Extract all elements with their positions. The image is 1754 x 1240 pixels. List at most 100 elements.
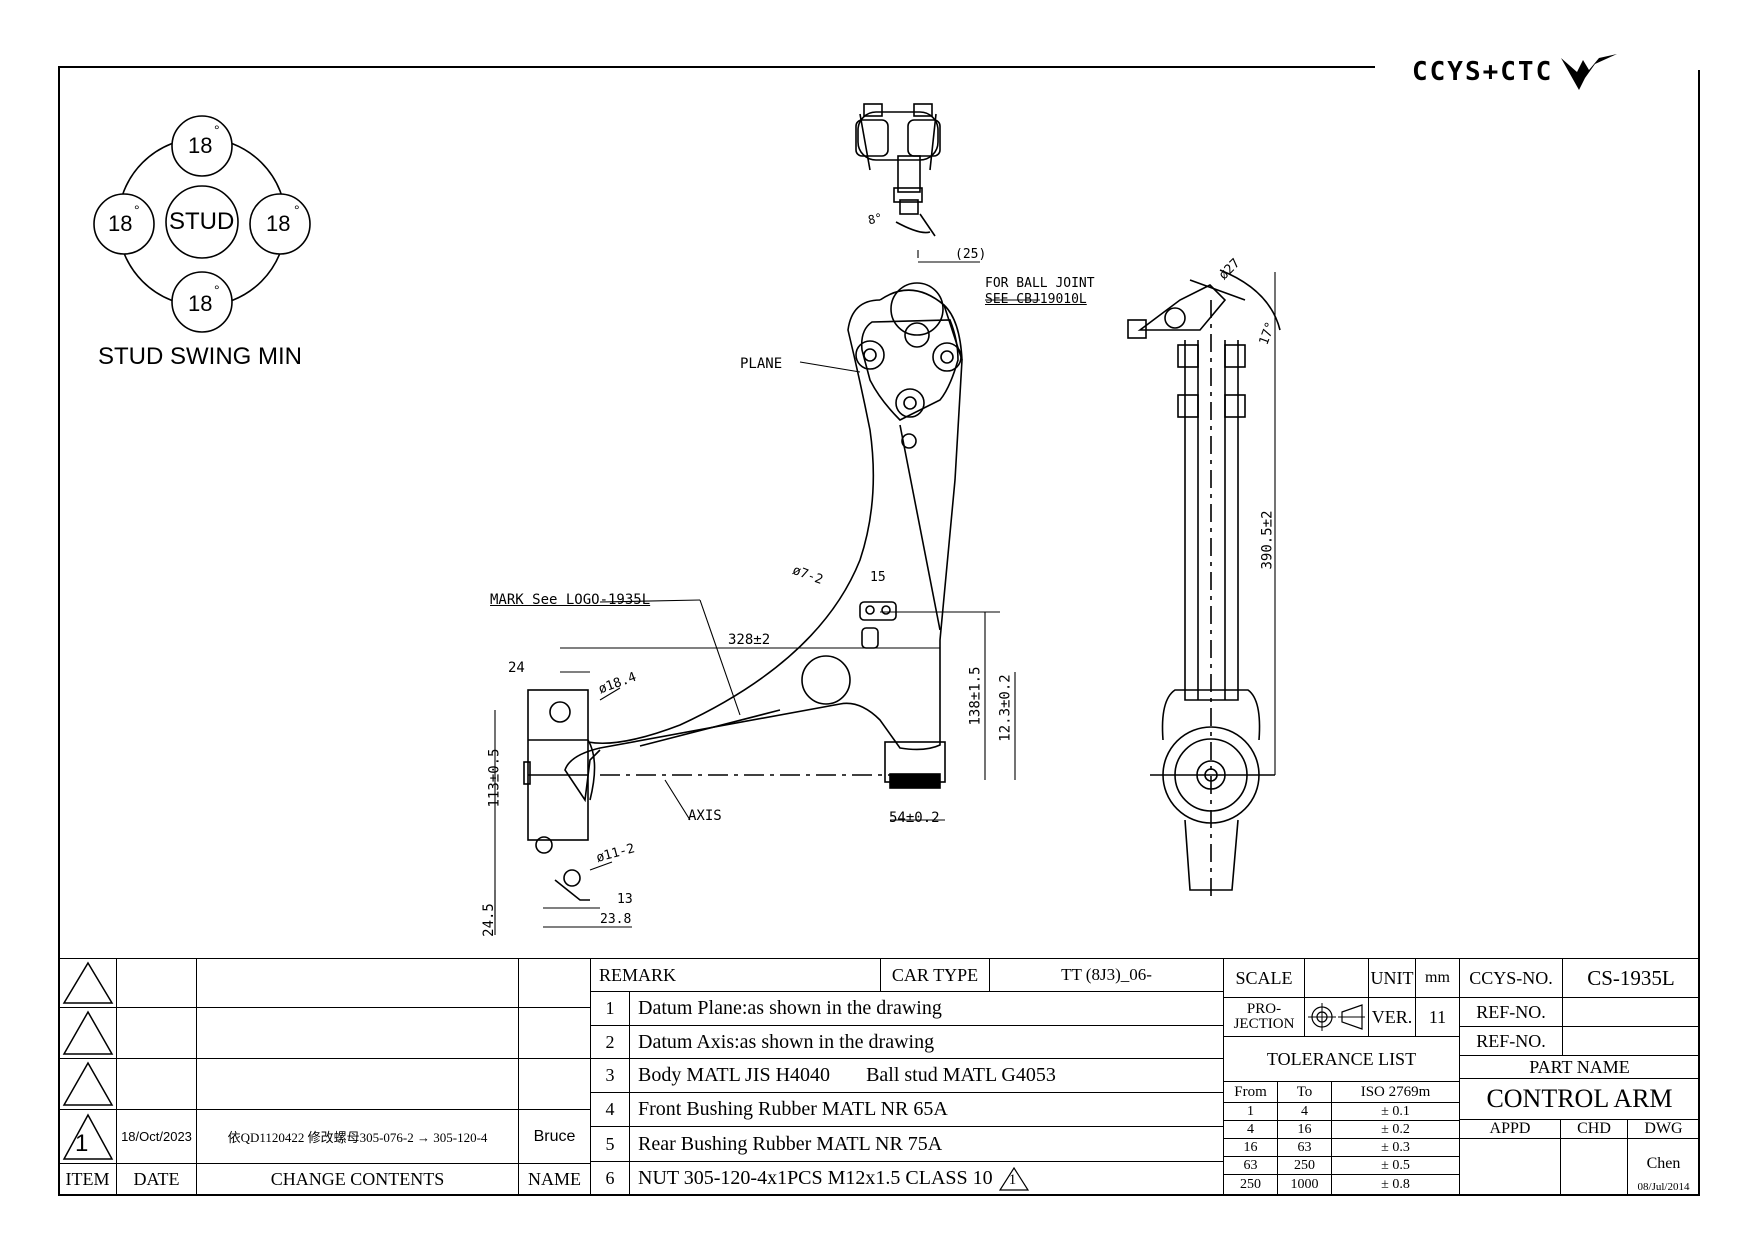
stud-swing-diagram [93, 115, 311, 333]
dim-12: 12.3±0.2 [997, 674, 1014, 742]
remark-text-3-extra: Ball stud MATL G4053 [866, 1064, 1056, 1086]
dim-15: 15 [870, 570, 886, 585]
ccys-no-value: CS-1935L [1562, 958, 1700, 998]
stud-angle-right: 18 [266, 211, 291, 236]
rev-contents-2 [196, 1007, 519, 1059]
control-arm-side-view [1127, 269, 1281, 900]
company-logo: CCYS+CTC [1412, 50, 1619, 94]
unit-value: mm [1415, 958, 1460, 998]
revision-flag-icon: 1 [998, 1166, 1029, 1191]
rev-name-1 [518, 958, 591, 1008]
remark-text-6: NUT 305-120-4x1PCS M12x1.5 CLASS 10 1 [629, 1161, 1224, 1196]
ref-no-value-1 [1562, 997, 1700, 1027]
tol-from-1: 1 [1223, 1102, 1278, 1121]
ccys-no-label: CCYS-NO. [1459, 958, 1563, 998]
car-type-value: TT (8J3)_06- [989, 958, 1224, 992]
frame-gap [1375, 60, 1700, 70]
remark-text-3: Body MATL JIS H4040 Ball stud MATL G4053 [629, 1058, 1224, 1093]
dimension-lines [494, 250, 1276, 935]
remark-text-3-body: Body MATL JIS H4040 [638, 1064, 831, 1086]
revision-triangle-icon [62, 1112, 113, 1160]
technical-drawing [93, 103, 1281, 935]
tol-from-5: 250 [1223, 1174, 1278, 1196]
stud-angle-top: 18 [188, 133, 213, 158]
dim-138: 138±1.5 [967, 666, 984, 726]
remark-num-6: 6 [590, 1161, 630, 1196]
ball-joint-note-2: SEE CBJ19010L [985, 292, 1087, 307]
projection-label-2: JECTION [1233, 1016, 1295, 1032]
control-arm-front-view [523, 282, 963, 901]
stud-angle-left: 18 [108, 211, 133, 236]
chd-value [1560, 1138, 1628, 1196]
stud-label: STUD [169, 208, 235, 235]
rev-date-4: 18/Oct/2023 [116, 1109, 197, 1164]
rev-triangle-1 [58, 958, 117, 1008]
tolerance-title: TOLERANCE LIST [1223, 1036, 1460, 1082]
tol-val-1: ± 0.1 [1331, 1102, 1460, 1121]
remark-num-2: 2 [590, 1025, 630, 1059]
dwg-label: DWG [1627, 1119, 1700, 1139]
remark-num-4: 4 [590, 1092, 630, 1127]
part-name-value: CONTROL ARM [1459, 1078, 1700, 1120]
appd-label: APPD [1459, 1119, 1561, 1139]
title-block: 1 18/Oct/2023 依QD1120422 修改螺母305-076-2 →… [58, 958, 1700, 1196]
degree-right: ° [294, 202, 300, 218]
tol-to-1: 4 [1277, 1102, 1332, 1121]
scale-label: SCALE [1223, 958, 1305, 998]
rev-item-number: 1 [75, 1130, 89, 1157]
ref-no-label-2: REF-NO. [1459, 1026, 1563, 1056]
mark-label: MARK See LOGO-1935L [490, 592, 651, 608]
tol-from-3: 16 [1223, 1138, 1278, 1157]
dwg-value: Chen 08/Jul/2014 [1627, 1138, 1700, 1196]
tolerance-header-from: From [1223, 1081, 1278, 1103]
dim-23-8: 23.8 [600, 912, 632, 927]
degree-bottom: ° [214, 282, 220, 298]
ball-joint-top-view [855, 103, 941, 237]
ver-label: VER. [1368, 997, 1416, 1037]
rev-date-3 [116, 1058, 197, 1110]
rev-contents-1 [196, 958, 519, 1008]
tolerance-header-to: To [1277, 1081, 1332, 1103]
tol-val-3: ± 0.3 [1331, 1138, 1460, 1157]
bird-logo-icon [1561, 54, 1618, 90]
scale-value [1304, 958, 1369, 998]
dim-328: 328±2 [728, 632, 771, 648]
degree-top: ° [214, 122, 220, 138]
revision-flag-number: 1 [1008, 1171, 1017, 1188]
dim-25: (25) [955, 247, 987, 262]
tol-to-5: 1000 [1277, 1174, 1332, 1196]
tol-val-2: ± 0.2 [1331, 1120, 1460, 1139]
tol-from-2: 4 [1223, 1120, 1278, 1139]
tol-val-4: ± 0.5 [1331, 1156, 1460, 1175]
dwg-date: 08/Jul/2014 [1637, 1181, 1690, 1193]
header-item: ITEM [58, 1163, 117, 1196]
rev-triangle-3 [58, 1058, 117, 1110]
dim-24: 24 [508, 660, 525, 676]
stud-swing-title: STUD SWING MIN [98, 343, 302, 370]
ver-value: 11 [1415, 997, 1460, 1037]
remark-num-1: 1 [590, 991, 630, 1026]
remark-header: REMARK [590, 958, 881, 992]
dim-13: 13 [617, 892, 633, 907]
rev-triangle-4: 1 [58, 1109, 117, 1164]
part-name-label: PART NAME [1459, 1055, 1700, 1079]
rev-name-2 [518, 1007, 591, 1059]
tol-from-4: 63 [1223, 1156, 1278, 1175]
projection-label: PRO- JECTION [1223, 997, 1305, 1037]
tol-val-5: ± 0.8 [1331, 1174, 1460, 1196]
rev-name-4: Bruce [518, 1109, 591, 1164]
rev-date-1 [116, 958, 197, 1008]
dim-54: 54±0.2 [889, 810, 940, 826]
remark-text-2: Datum Axis:as shown in the drawing [629, 1025, 1224, 1059]
car-type-label: CAR TYPE [880, 958, 990, 992]
header-date: DATE [116, 1163, 197, 1196]
stud-angle-bottom: 18 [188, 291, 213, 316]
revision-triangle-icon [62, 1010, 113, 1055]
tol-to-3: 63 [1277, 1138, 1332, 1157]
unit-label: UNIT [1368, 958, 1416, 998]
plane-label: PLANE [740, 356, 783, 372]
remark-text-5: Rear Bushing Rubber MATL NR 75A [629, 1126, 1224, 1162]
remark-num-5: 5 [590, 1126, 630, 1162]
ball-joint-note-1: FOR BALL JOINT [985, 276, 1095, 291]
rev-contents-3 [196, 1058, 519, 1110]
